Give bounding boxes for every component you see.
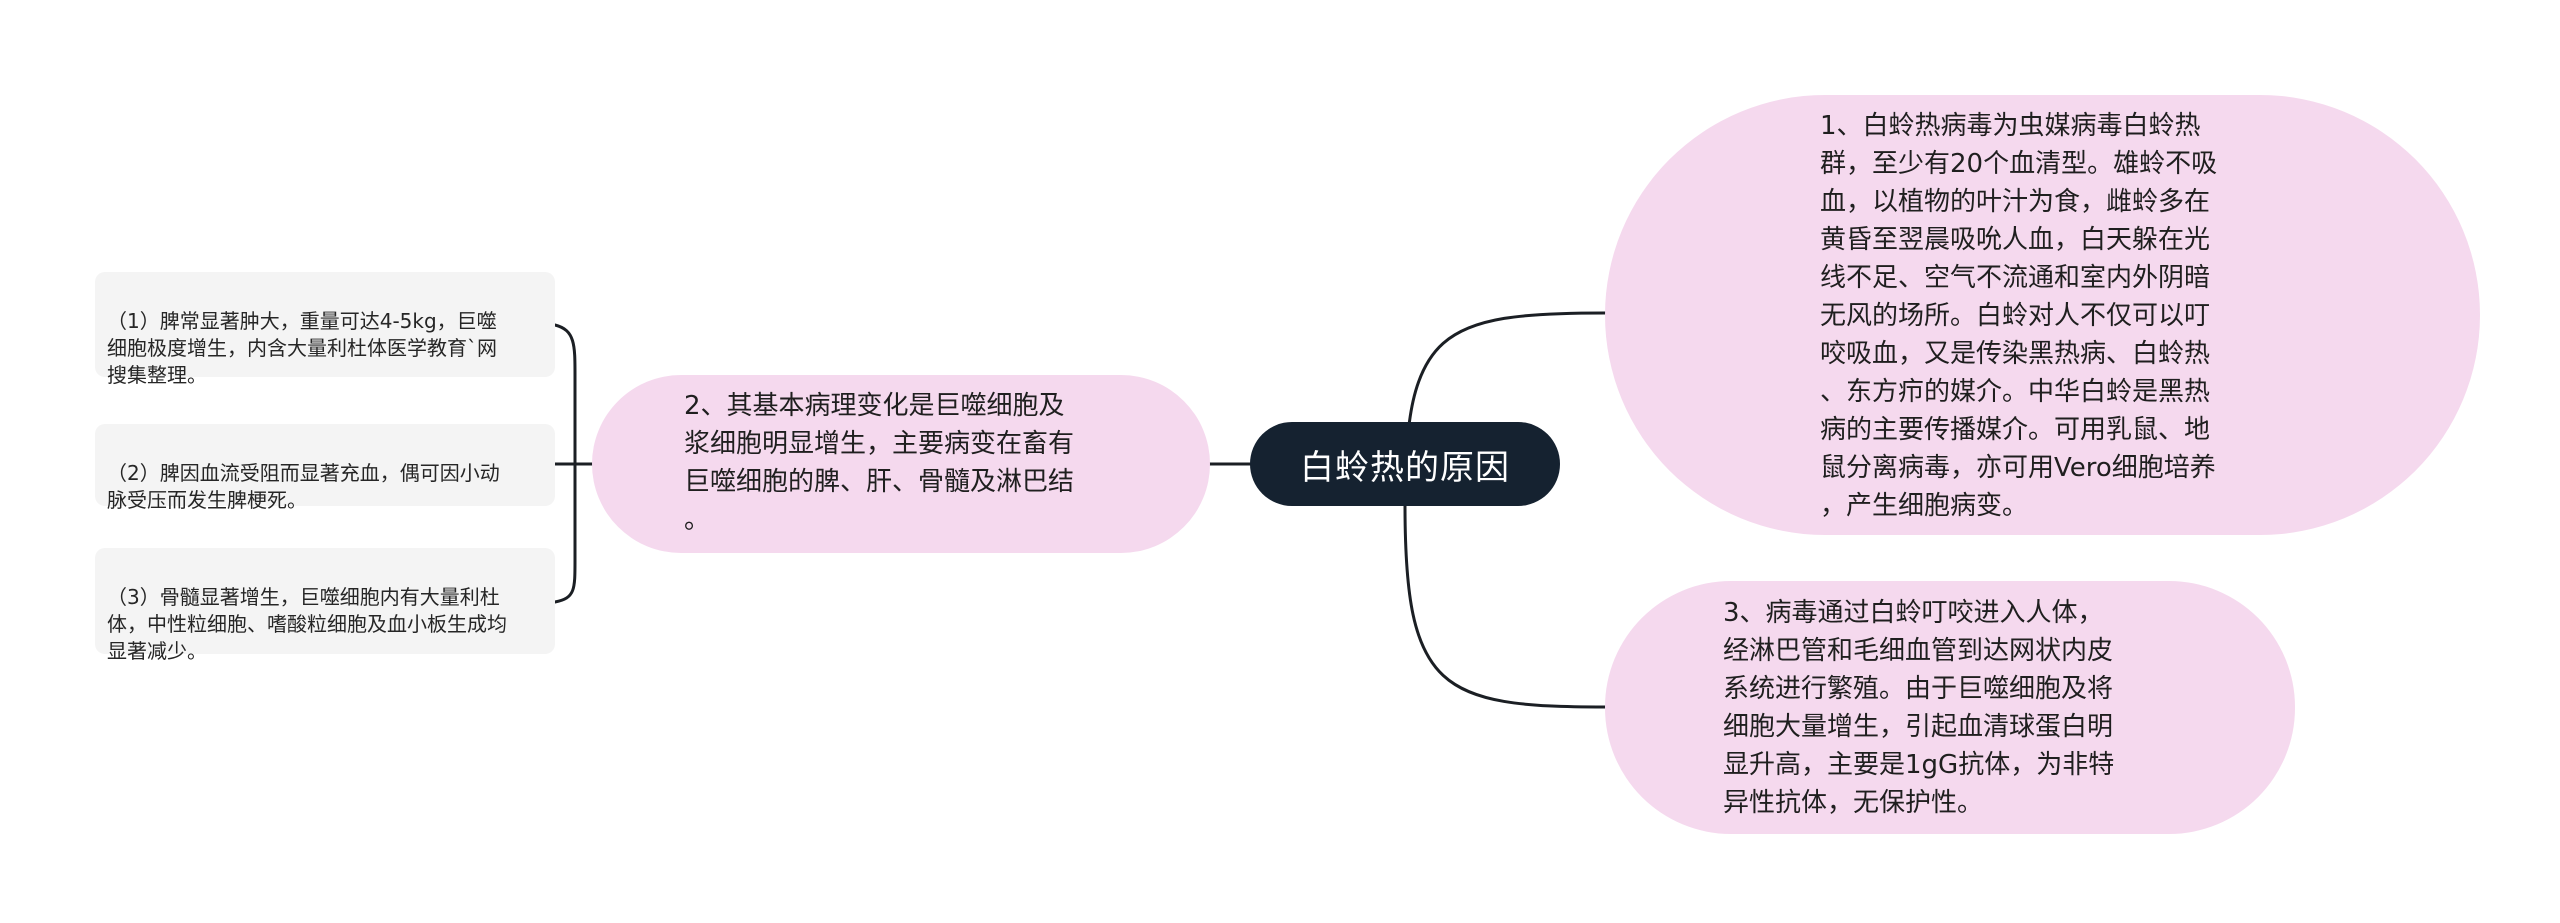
- topic-node-label: 1、白蛉热病毒为虫媒病毒白蛉热 群，至少有20个血清型。雄蛉不吸 血，以植物的叶…: [1820, 111, 2218, 521]
- subtopic-node-label: （3）骨髓显著增生，巨噬细胞内有大量利杜 体，中性粒细胞、嗜酸粒细胞及血小板生成…: [107, 585, 507, 663]
- topic-node-label: 3、病毒通过白蛉叮咬进入人体， 经淋巴管和毛细血管到达网状内皮 系统进行繁殖。由…: [1723, 598, 2115, 818]
- topic-node-label: 2、其基本病理变化是巨噬细胞及 浆细胞明显增生，主要病变在畜有 巨噬细胞的脾、肝…: [684, 391, 1075, 535]
- topic-node-infection-process[interactable]: 3、病毒通过白蛉叮咬进入人体， 经淋巴管和毛细血管到达网状内皮 系统进行繁殖。由…: [1605, 581, 2295, 834]
- bracket-line: [553, 323, 577, 604]
- topic-node-pathology[interactable]: 2、其基本病理变化是巨噬细胞及 浆细胞明显增生，主要病变在畜有 巨噬细胞的脾、肝…: [592, 375, 1210, 553]
- subtopic-node-label: （2）脾因血流受阻而显著充血，偶可因小动 脉受压而发生脾梗死。: [107, 461, 500, 512]
- central-topic[interactable]: 白蛉热的原因: [1250, 422, 1560, 506]
- connector-center-to-topic-3: [1403, 503, 1607, 709]
- central-topic-label: 白蛉热的原因: [1300, 447, 1510, 488]
- subtopic-node-bone-marrow[interactable]: （3）骨髓显著增生，巨噬细胞内有大量利杜 体，中性粒细胞、嗜酸粒细胞及血小板生成…: [95, 548, 555, 663]
- subtopic-node-label: （1）脾常显著肿大，重量可达4-5kg，巨噬 细胞极度增生，内含大量利杜体医学教…: [107, 309, 497, 387]
- topic-node-transmission-vector[interactable]: 1、白蛉热病毒为虫媒病毒白蛉热 群，至少有20个血清型。雄蛉不吸 血，以植物的叶…: [1605, 95, 2480, 535]
- subtopic-node-spleen-enlargement[interactable]: （1）脾常显著肿大，重量可达4-5kg，巨噬 细胞极度增生，内含大量利杜体医学教…: [95, 272, 555, 387]
- subtopic-node-spleen-congestion[interactable]: （2）脾因血流受阻而显著充血，偶可因小动 脉受压而发生脾梗死。: [95, 424, 555, 512]
